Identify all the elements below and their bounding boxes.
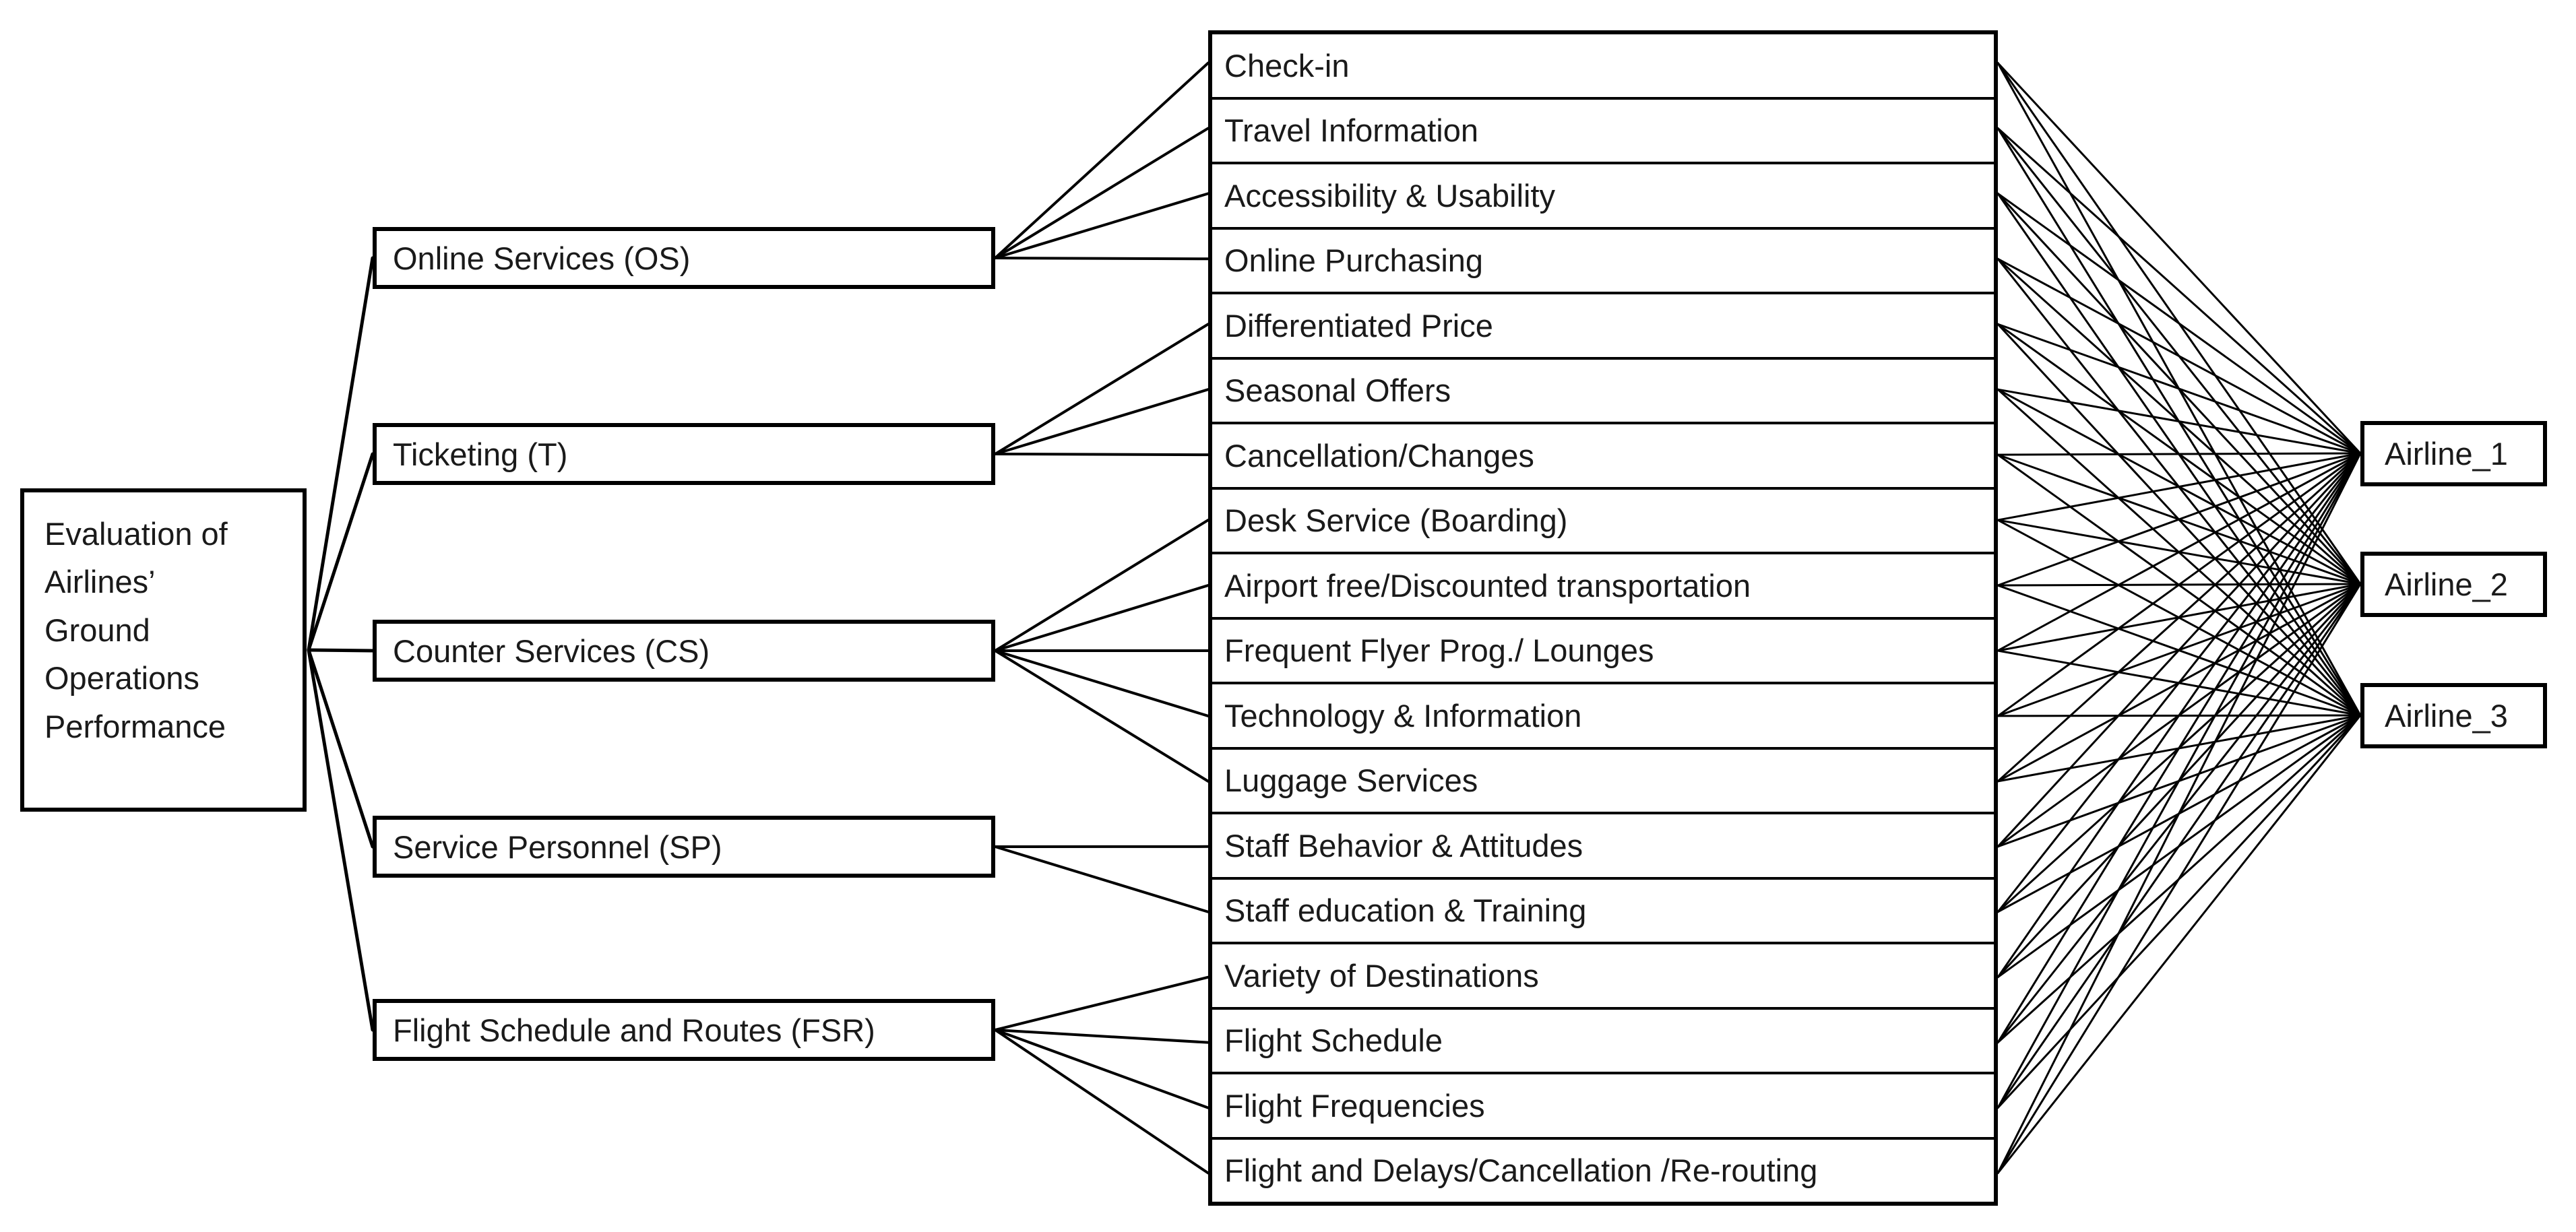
subcriterion-row[interactable]: Differentiated Price bbox=[1212, 294, 1994, 360]
subcriterion-row[interactable]: Flight and Delays/Cancellation /Re-routi… bbox=[1212, 1139, 1994, 1202]
subcriterion-label: Flight Frequencies bbox=[1224, 1087, 1485, 1124]
subcriterion-label: Online Purchasing bbox=[1224, 242, 1484, 279]
subcriterion-row[interactable]: Airport free/Discounted transportation bbox=[1212, 554, 1994, 620]
subcriterion-row[interactable]: Accessibility & Usability bbox=[1212, 164, 1994, 230]
subcriterion-row[interactable]: Staff Behavior & Attitudes bbox=[1212, 814, 1994, 880]
subcriterion-row[interactable]: Check-in bbox=[1212, 34, 1994, 100]
criterion-label-t: Ticketing (T) bbox=[393, 436, 568, 472]
alternative-label-airline-2: Airline_2 bbox=[2385, 566, 2508, 602]
goal-node-label: Evaluation of Airlines’ Ground Operation… bbox=[44, 516, 228, 744]
subcriterion-label: Technology & Information bbox=[1224, 697, 1582, 734]
goal-node: Evaluation of Airlines’ Ground Operation… bbox=[20, 488, 307, 812]
subcriterion-label: Cancellation/Changes bbox=[1224, 437, 1534, 474]
subcriterion-label: Travel Information bbox=[1224, 112, 1479, 149]
subcriterion-row[interactable]: Technology & Information bbox=[1212, 684, 1994, 750]
subcriterion-row[interactable]: Frequent Flyer Prog./ Lounges bbox=[1212, 619, 1994, 684]
criterion-node-t[interactable]: Ticketing (T) bbox=[373, 423, 995, 485]
subcriterion-label: Flight and Delays/Cancellation /Re-routi… bbox=[1224, 1153, 1818, 1189]
subcriterion-label: Luggage Services bbox=[1224, 763, 1478, 799]
alternative-node-airline-3[interactable]: Airline_3 bbox=[2360, 683, 2547, 748]
subcriterion-row[interactable]: Flight Frequencies bbox=[1212, 1074, 1994, 1140]
subcriterion-row[interactable]: Cancellation/Changes bbox=[1212, 424, 1994, 490]
subcriterion-row[interactable]: Staff education & Training bbox=[1212, 879, 1994, 944]
subcriterion-label: Accessibility & Usability bbox=[1224, 177, 1556, 214]
alternative-node-airline-1[interactable]: Airline_1 bbox=[2360, 421, 2547, 486]
subcriterion-label: Differentiated Price bbox=[1224, 307, 1493, 344]
subcriterion-row[interactable]: Desk Service (Boarding) bbox=[1212, 489, 1994, 554]
subcriterion-label: Staff Behavior & Attitudes bbox=[1224, 827, 1583, 864]
subcriterion-row[interactable]: Travel Information bbox=[1212, 99, 1994, 164]
alternative-label-airline-1: Airline_1 bbox=[2385, 436, 2508, 472]
criterion-label-cs: Counter Services (CS) bbox=[393, 633, 710, 669]
criterion-node-fsr[interactable]: Flight Schedule and Routes (FSR) bbox=[373, 999, 995, 1061]
subcriterion-label: Flight Schedule bbox=[1224, 1023, 1443, 1059]
criterion-node-sp[interactable]: Service Personnel (SP) bbox=[373, 816, 995, 878]
criterion-node-os[interactable]: Online Services (OS) bbox=[373, 227, 995, 289]
subcriterion-label: Staff education & Training bbox=[1224, 893, 1587, 929]
criterion-node-cs[interactable]: Counter Services (CS) bbox=[373, 620, 995, 682]
alternative-node-airline-2[interactable]: Airline_2 bbox=[2360, 552, 2547, 617]
subcriterion-label: Variety of Destinations bbox=[1224, 957, 1539, 994]
criterion-label-fsr: Flight Schedule and Routes (FSR) bbox=[393, 1012, 875, 1048]
subcriterion-label: Seasonal Offers bbox=[1224, 372, 1451, 409]
subcriterion-label: Check-in bbox=[1224, 47, 1350, 84]
subcriterion-row[interactable]: Online Purchasing bbox=[1212, 229, 1994, 294]
subcriterion-row[interactable]: Luggage Services bbox=[1212, 749, 1994, 814]
subcriterion-label: Frequent Flyer Prog./ Lounges bbox=[1224, 633, 1654, 669]
criterion-label-sp: Service Personnel (SP) bbox=[393, 829, 722, 865]
subcriterion-row[interactable]: Seasonal Offers bbox=[1212, 359, 1994, 424]
subcriterion-row[interactable]: Variety of Destinations bbox=[1212, 944, 1994, 1010]
alternative-label-airline-3: Airline_3 bbox=[2385, 698, 2508, 734]
criterion-label-os: Online Services (OS) bbox=[393, 240, 691, 276]
subcriterion-label: Desk Service (Boarding) bbox=[1224, 502, 1568, 539]
subcriteria-table: Check-in Travel Information Accessibilit… bbox=[1208, 30, 1998, 1206]
subcriterion-row[interactable]: Flight Schedule bbox=[1212, 1009, 1994, 1074]
subcriterion-label: Airport free/Discounted transportation bbox=[1224, 567, 1751, 604]
